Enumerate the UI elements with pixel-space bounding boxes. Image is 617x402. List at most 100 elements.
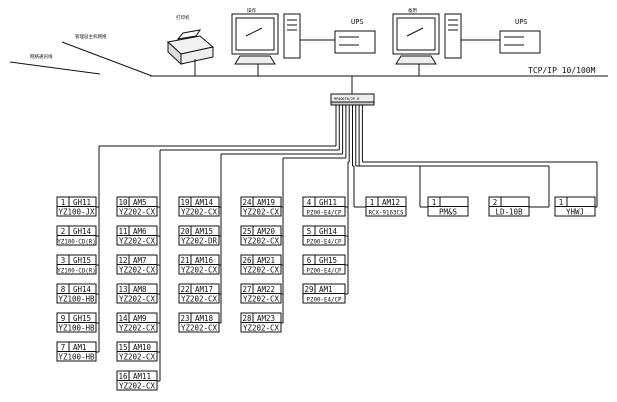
device-address: 1	[559, 198, 564, 207]
device-model: YZ100-HB	[58, 294, 95, 303]
device-model: YZ202-CX	[119, 294, 156, 303]
device-address: 14	[118, 314, 128, 323]
device-address: 28	[242, 314, 252, 323]
device-address: 22	[180, 285, 189, 294]
device-box: 1PM&S	[427, 196, 469, 217]
device-address: 25	[242, 227, 251, 236]
device-name: GH14	[73, 227, 92, 236]
device-address: 29	[304, 285, 313, 294]
device-name: GH14	[319, 227, 338, 236]
device-address: 4	[307, 198, 312, 207]
device-name: AM7	[133, 256, 147, 265]
device-name: AM14	[195, 198, 214, 207]
device-address: 23	[180, 314, 189, 323]
workstation-label: 操作	[247, 7, 256, 14]
device-name: AM11	[133, 372, 151, 381]
left-label-mgmt: 管理层主机网络	[75, 33, 107, 40]
device-model: YZ100-HB	[58, 323, 95, 332]
device-model: YZ100-JX	[58, 207, 95, 216]
hub-label: MP0007N/2P-M	[334, 97, 359, 101]
device-address: 10	[118, 198, 128, 207]
device-name: AM8	[133, 285, 147, 294]
monitor-icon	[392, 13, 440, 65]
device-name: AM16	[195, 256, 214, 265]
device-address: 12	[118, 256, 127, 265]
device-name: GH15	[73, 314, 91, 323]
device-box: 2LD-10B	[488, 196, 530, 217]
device-model: YZ202-CX	[243, 207, 280, 216]
device-model: PZ00-E4/CP	[307, 268, 342, 274]
device-model: YZ100-CD(R)	[57, 268, 95, 274]
device-model: PM&S	[439, 207, 458, 216]
pc-tower-icon	[444, 13, 462, 59]
device-name: GH15	[319, 256, 337, 265]
device-name: GH11	[73, 198, 91, 207]
device-name: AM1	[319, 285, 333, 294]
ups-label: UPS	[351, 18, 364, 26]
device-address: 9	[61, 314, 66, 323]
device-model: RCX-9163CS	[369, 210, 404, 216]
printer-label: 打印机	[176, 14, 190, 21]
device-model: YHWJ	[566, 207, 584, 216]
device-address: 13	[118, 285, 127, 294]
pc-tower-icon	[283, 13, 301, 59]
device-model: YZ202-CX	[181, 294, 218, 303]
device-address: 2	[61, 227, 66, 236]
device-address: 21	[180, 256, 189, 265]
device-name: AM5	[133, 198, 147, 207]
device-model: YZ202-CX	[119, 381, 156, 390]
monitor-icon	[231, 13, 279, 65]
device-address: 27	[242, 285, 251, 294]
device-address: 3	[61, 256, 66, 265]
device-address: 16	[118, 372, 128, 381]
device-model: YZ202-CX	[243, 236, 280, 245]
device-address: 20	[180, 227, 190, 236]
device-address: 7	[61, 343, 66, 352]
device-model: YZ202-CX	[181, 265, 218, 274]
device-model: YZ202-DR	[181, 236, 218, 245]
device-name: AM23	[257, 314, 275, 323]
device-model: YZ202-CX	[119, 236, 156, 245]
workstation-label: 备用	[408, 7, 417, 14]
device-name: AM10	[133, 343, 152, 352]
device-name: AM12	[382, 198, 400, 207]
device-address: 1	[370, 198, 375, 207]
device-name: AM9	[133, 314, 147, 323]
device-model: YZ202-CX	[243, 265, 280, 274]
device-name: AM21	[257, 256, 275, 265]
feeder-line	[61, 41, 153, 77]
device-address: 2	[493, 198, 498, 207]
device-model: PZ00-E4/CP	[307, 210, 342, 216]
ups-label: UPS	[515, 18, 528, 26]
ups-icon	[499, 30, 541, 54]
device-name: AM1	[73, 343, 87, 352]
device-model: YZ202-CX	[119, 352, 156, 361]
link-lines	[96, 105, 598, 382]
device-model: YZ202-CX	[243, 323, 280, 332]
tcp-label: TCP/IP 10/100M	[528, 66, 596, 75]
device-model: YZ202-CX	[181, 323, 218, 332]
